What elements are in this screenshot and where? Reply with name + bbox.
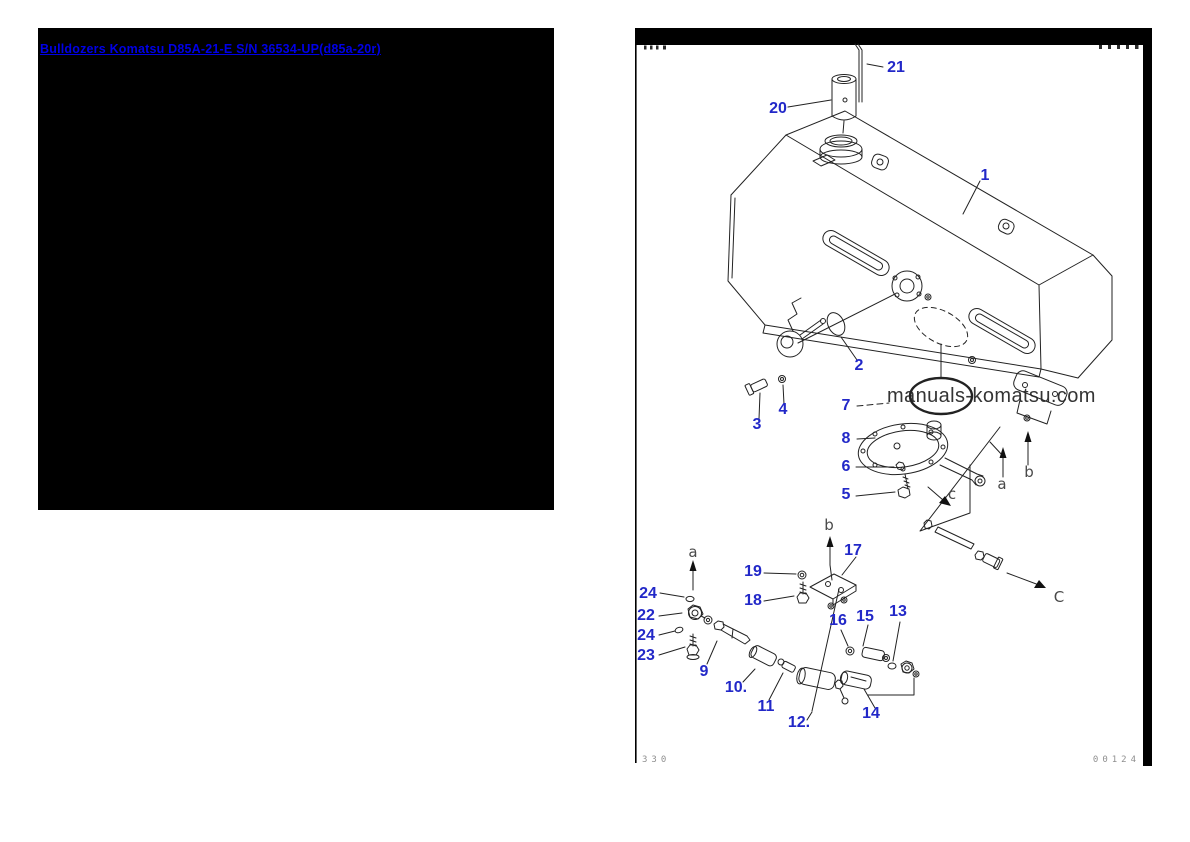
fuel-valve-cluster bbox=[658, 556, 920, 721]
section-arrows bbox=[692, 426, 1040, 591]
part-number-17: 17 bbox=[844, 542, 862, 559]
filler-neck bbox=[812, 134, 863, 167]
diagram-line-art bbox=[635, 28, 1152, 766]
part-number-8: 8 bbox=[841, 430, 851, 447]
level-sender-flange bbox=[855, 420, 986, 499]
part-number-12: 12. bbox=[787, 714, 811, 731]
section-letter-b: b bbox=[824, 516, 834, 534]
part-number-14: 14 bbox=[862, 705, 880, 722]
part-number-11: 11 bbox=[757, 698, 775, 715]
watermark: manuals-komatsu.com bbox=[887, 385, 1096, 407]
part-number-2: 2 bbox=[854, 357, 864, 374]
part-number-4: 4 bbox=[778, 401, 788, 418]
rod-assembly bbox=[923, 519, 1004, 571]
part-number-9: 9 bbox=[699, 663, 709, 680]
part-number-22: 22 bbox=[637, 607, 655, 624]
part-number-23: 23 bbox=[637, 647, 655, 664]
page-code-left: 330 bbox=[642, 755, 671, 765]
manual-link[interactable]: Bulldozers Komatsu D85A-21-E S/N 36534-U… bbox=[40, 42, 381, 56]
part-number-18: 18 bbox=[744, 592, 762, 609]
part-number-20: 20 bbox=[769, 100, 787, 117]
part-number-24: 24 bbox=[639, 585, 657, 602]
section-letter-C: C bbox=[1053, 588, 1065, 606]
part-number-7: 7 bbox=[841, 397, 851, 414]
part-number-5: 5 bbox=[841, 486, 851, 503]
fuel-tank-body bbox=[727, 110, 1113, 425]
arrowheads bbox=[689, 431, 1046, 588]
section-letter-c: c bbox=[947, 485, 957, 503]
part-number-15: 15 bbox=[856, 608, 874, 625]
manual-thumbnail: Bulldozers Komatsu D85A-21-E S/N 36534-U… bbox=[38, 28, 554, 510]
filler-strainer-and-rod bbox=[787, 43, 884, 134]
section-letter-b: b bbox=[1024, 463, 1034, 481]
page-code-right: 00124 bbox=[1092, 755, 1140, 765]
part-number-10: 10. bbox=[724, 679, 748, 696]
part-number-3: 3 bbox=[752, 416, 762, 433]
part-number-19: 19 bbox=[744, 563, 762, 580]
part-number-21: 21 bbox=[887, 59, 905, 76]
sender-cap-unit bbox=[744, 297, 826, 420]
part-number-6: 6 bbox=[841, 458, 851, 475]
part-number-1: 1 bbox=[980, 167, 990, 184]
part-number-24: 24 bbox=[637, 627, 655, 644]
section-letter-a: a bbox=[997, 475, 1007, 493]
part-number-16: 16 bbox=[829, 612, 847, 629]
part-number-13: 13 bbox=[889, 603, 907, 620]
diagram-frame bbox=[635, 28, 1152, 766]
section-letter-a: a bbox=[688, 543, 698, 561]
